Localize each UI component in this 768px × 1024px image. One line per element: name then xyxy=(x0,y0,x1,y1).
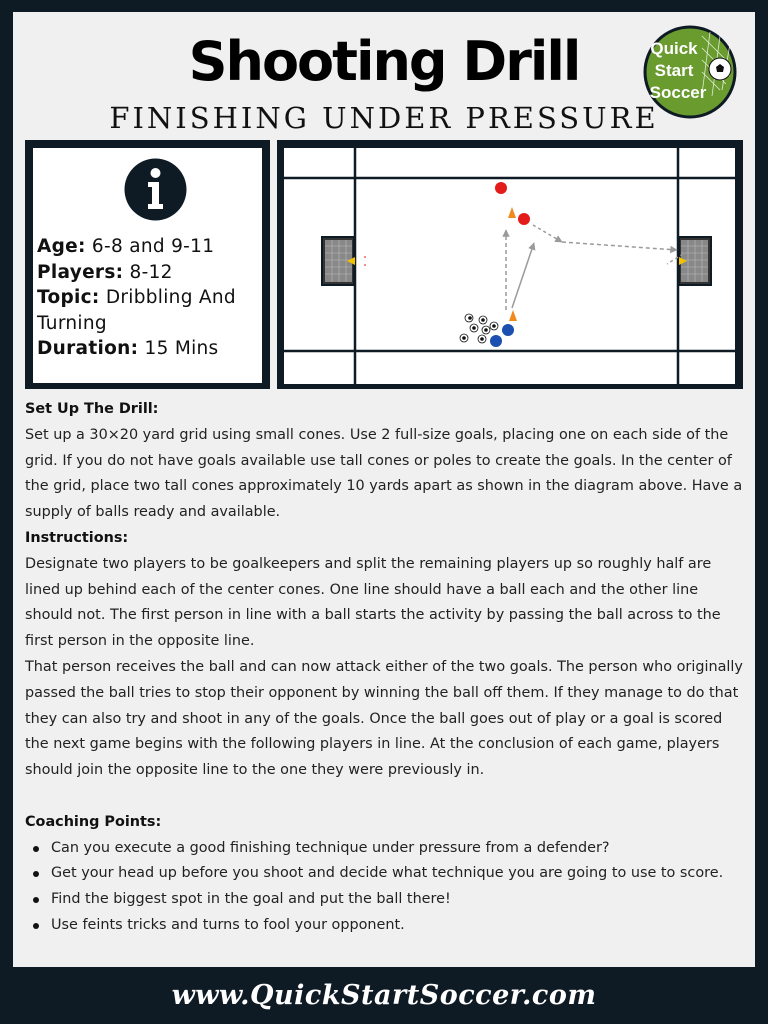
players-label: Players: xyxy=(37,261,124,283)
age-label: Age: xyxy=(37,236,86,257)
coaching-point: Can you execute a good finishing techniq… xyxy=(25,836,745,862)
instructions-paragraph-1: Designate two players to be goalkeepers … xyxy=(25,555,721,650)
topic-value: Dribbling And Turning xyxy=(37,287,236,334)
red-players xyxy=(495,182,530,225)
spacer xyxy=(25,784,745,810)
coaching-point: Find the biggest spot in the goal and pu… xyxy=(25,887,745,913)
coaching-point: Use feints tricks and turns to fool your… xyxy=(25,913,745,939)
logo-line1: Quick xyxy=(650,39,698,58)
ball-supply xyxy=(459,313,499,344)
info-icon xyxy=(124,158,187,221)
website-url[interactable]: www.QuickStartSoccer.com xyxy=(171,980,597,1011)
drill-description: Set Up The Drill: Set up a 30×20 yard gr… xyxy=(25,397,745,939)
page-title: Shooting Drill xyxy=(188,30,582,93)
topic-label: Topic: xyxy=(37,287,100,308)
info-panel: Age: 6-8 and 9-11 Players: 8-12 Topic: D… xyxy=(25,140,270,389)
duration-row: Duration: 15 Mins xyxy=(37,336,262,362)
age-value: 6-8 and 9-11 xyxy=(91,236,215,257)
coaching-heading: Coaching Points: xyxy=(25,813,162,830)
page-subtitle: FINISHING UNDER PRESSURE xyxy=(109,101,659,135)
blue-players xyxy=(490,324,514,347)
goalkeepers xyxy=(347,256,687,266)
setup-text: Set up a 30×20 yard grid using small con… xyxy=(25,426,743,521)
info-panel-inner: Age: 6-8 and 9-11 Players: 8-12 Topic: D… xyxy=(33,148,262,383)
coaching-point: Get your head up before you shoot and de… xyxy=(25,861,745,887)
setup-heading: Set Up The Drill: xyxy=(25,401,159,417)
age-row: Age: 6-8 and 9-11 xyxy=(37,234,262,260)
left-goal xyxy=(321,236,355,286)
drill-diagram xyxy=(277,140,743,389)
right-goal xyxy=(678,236,712,286)
coaching-points-list: Can you execute a good finishing techniq… xyxy=(25,836,745,939)
quick-start-soccer-logo: Quick Start Soccer xyxy=(643,25,737,119)
cones xyxy=(508,207,517,321)
duration-label: Duration: xyxy=(37,338,139,359)
topic-row: Topic: Dribbling And Turning xyxy=(37,285,262,336)
instructions-heading: Instructions: xyxy=(25,529,129,546)
players-row: Players: 8-12 xyxy=(37,260,262,286)
logo-line2: Start xyxy=(655,61,694,80)
info-details: Age: 6-8 and 9-11 Players: 8-12 Topic: D… xyxy=(37,234,262,362)
soccer-field-diagram xyxy=(284,148,735,384)
logo-line3: Soccer xyxy=(650,83,707,102)
duration-value: 15 Mins xyxy=(144,338,219,359)
players-value: 8-12 xyxy=(129,261,173,283)
instructions-paragraph-2: That person receives the ball and can no… xyxy=(25,658,743,779)
